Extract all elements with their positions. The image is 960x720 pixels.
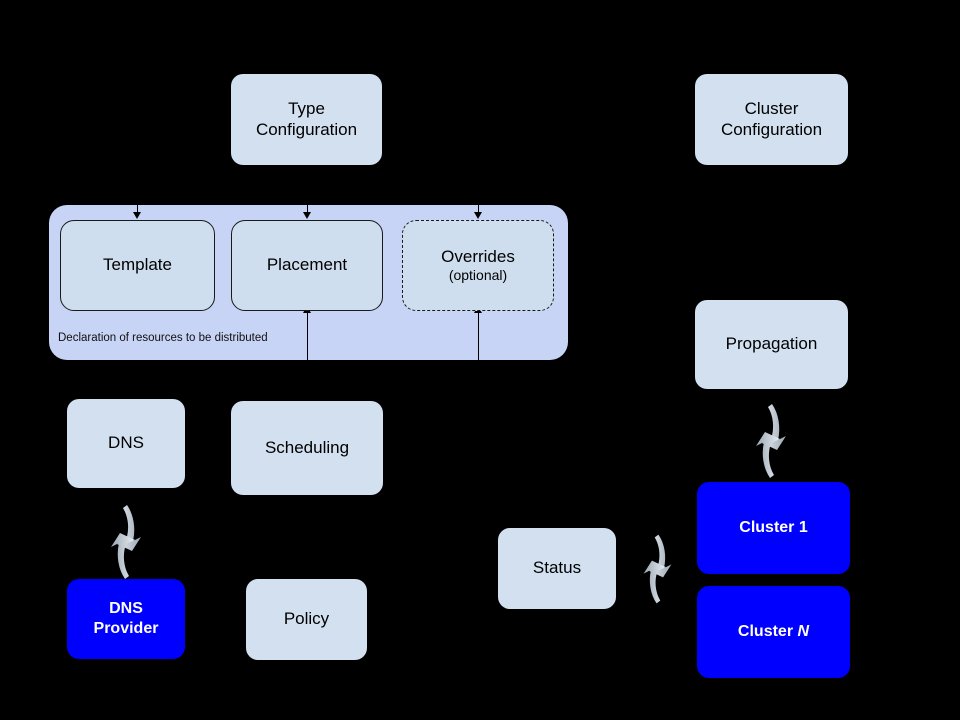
sync-icon-dns <box>111 505 141 579</box>
node-dns-provider[interactable]: DNS Provider <box>67 579 185 659</box>
sync-icon-propagation <box>756 404 786 478</box>
node-dns-provider-label: DNS Provider <box>93 600 159 637</box>
node-overrides[interactable]: Overrides (optional) <box>402 220 554 311</box>
node-placement[interactable]: Placement <box>231 220 383 311</box>
node-dns-label: DNS <box>108 433 144 453</box>
node-type-configuration[interactable]: Type Configuration <box>231 74 382 165</box>
group-caption: Declaration of resources to be distribut… <box>58 332 268 344</box>
arrowhead-into-placement-top <box>303 212 311 219</box>
node-status-label: Status <box>532 558 582 578</box>
node-cluster-n-label: Cluster N <box>697 622 850 642</box>
connector-overrides-down-stub <box>478 312 479 360</box>
node-cluster-1-label: Cluster 1 <box>739 519 808 537</box>
arrowhead-into-template <box>133 212 141 219</box>
node-propagation-label: Propagation <box>725 334 818 354</box>
node-overrides-title: Overrides <box>441 246 515 266</box>
connector-placement-down-stub <box>307 312 308 360</box>
node-cluster-configuration[interactable]: Cluster Configuration <box>695 74 848 165</box>
node-status[interactable]: Status <box>498 528 616 609</box>
node-policy-label: Policy <box>283 609 330 629</box>
node-cluster-n-index: N <box>797 623 810 641</box>
sync-icon-status <box>643 534 672 604</box>
node-type-configuration-label: Type Configuration <box>255 98 358 139</box>
node-placement-label: Placement <box>266 255 348 275</box>
arrowhead-into-overrides-top <box>474 212 482 219</box>
connector-type-to-overrides <box>478 205 479 214</box>
node-cluster-n-prefix: Cluster <box>737 623 798 641</box>
connector-type-to-template <box>137 205 138 214</box>
node-cluster-configuration-label: Cluster Configuration <box>720 98 823 139</box>
node-template[interactable]: Template <box>60 220 215 311</box>
node-overrides-sublabel: (optional) <box>448 267 508 284</box>
node-propagation[interactable]: Propagation <box>695 300 848 389</box>
node-scheduling[interactable]: Scheduling <box>231 401 383 495</box>
node-overrides-label: Overrides (optional) <box>403 226 553 305</box>
node-cluster-1[interactable]: Cluster 1 <box>697 482 850 574</box>
node-template-label: Template <box>103 255 172 275</box>
connector-type-to-placement <box>307 205 308 214</box>
node-dns[interactable]: DNS <box>67 399 185 488</box>
node-cluster-n[interactable]: Cluster N <box>697 586 850 678</box>
node-scheduling-label: Scheduling <box>264 437 350 457</box>
node-policy[interactable]: Policy <box>246 579 367 660</box>
